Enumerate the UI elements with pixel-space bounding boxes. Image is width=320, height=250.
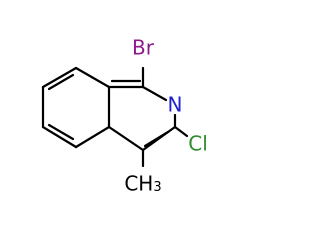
bond-c3-c4-inner: [143, 130, 170, 148]
atom-labels: Br N Cl CH3: [124, 36, 207, 196]
bond-c3-cl: [173, 125, 189, 138]
bond-c6-c5: [41, 125, 78, 149]
bond-c1-n: [141, 85, 168, 102]
bond-c6-c5-inner: [47, 123, 75, 141]
bond-c8a-c8: [74, 66, 111, 89]
bond-c4-c4a: [107, 125, 145, 152]
bond-c5-c4a: [74, 125, 111, 149]
bromine-label: Br: [132, 36, 155, 60]
bond-c8-c7-inner: [47, 73, 75, 91]
structure-diagram: Br N Cl CH3: [41, 36, 208, 196]
chlorine-label: Cl: [188, 132, 208, 156]
methyl-subscript: 3: [153, 180, 161, 195]
methyl-ch: CH: [124, 172, 153, 196]
nitrogen-label: N: [168, 93, 183, 117]
bond-c8-c7: [41, 66, 78, 89]
methyl-label: CH3: [124, 172, 161, 196]
bonds: [41, 66, 189, 168]
